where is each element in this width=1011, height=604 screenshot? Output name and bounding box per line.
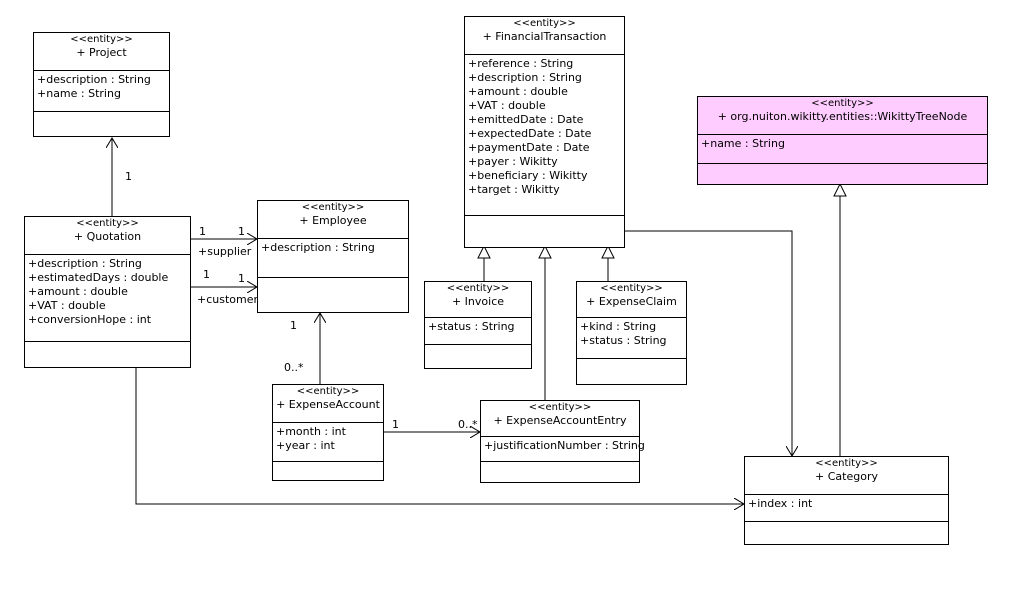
attribute: +kind : String (580, 320, 657, 333)
attribute: +status : String (428, 320, 515, 333)
stereotype: <<entity>> (446, 283, 510, 294)
class-name: + Employee (299, 214, 367, 227)
attribute: +beneficiary : Wikitty (468, 169, 588, 182)
attribute-compartment: +reference : String +description : Strin… (465, 55, 624, 216)
attribute-compartment: +status : String (425, 318, 531, 345)
attribute: +expectedDate : Date (468, 127, 592, 140)
attribute-compartment: +description : String +estimatedDays : d… (25, 255, 190, 342)
class-expense-account-entry[interactable]: <<entity>> + ExpenseAccountEntry +justif… (480, 400, 645, 483)
attribute: +payer : Wikitty (468, 155, 558, 168)
attribute: +VAT : double (468, 99, 546, 112)
class-name: + Project (76, 46, 127, 59)
class-employee[interactable]: <<entity>> + Employee +description : Str… (257, 200, 409, 313)
class-header: <<entity>> + Category (745, 457, 948, 495)
stereotype: <<entity>> (296, 386, 360, 397)
attribute: +estimatedDays : double (28, 271, 169, 284)
class-name: + ExpenseClaim (586, 295, 677, 308)
multiplicity-label: 1 (290, 319, 297, 332)
multiplicity-label: 1 (238, 225, 245, 238)
class-header: <<entity>> + ExpenseAccount (273, 385, 383, 423)
stereotype: <<entity>> (811, 98, 874, 109)
class-name: + ExpenseAccount (276, 398, 380, 411)
attribute: +description : String (37, 73, 151, 86)
multiplicity-label: 1 (392, 418, 399, 431)
class-invoice[interactable]: <<entity>> + Invoice +status : String (424, 281, 532, 369)
class-name: + Quotation (73, 230, 142, 243)
attribute-compartment: +month : int +year : int (273, 423, 383, 462)
class-financial-transaction[interactable]: <<entity>> + FinancialTransaction +refer… (464, 16, 625, 248)
class-header: <<entity>> + Quotation (25, 217, 190, 255)
attribute-compartment: +kind : String +status : String (577, 318, 686, 359)
class-header: <<entity>> + Employee (258, 201, 408, 239)
attribute: +description : String (468, 71, 582, 84)
multiplicity-label: 0..* (458, 418, 478, 431)
attribute-compartment: +description : String (258, 239, 408, 278)
class-header: <<entity>> + ExpenseAccountEntry (481, 401, 639, 437)
role-label: +supplier (198, 245, 252, 258)
attribute-compartment: +description : String +name : String (34, 71, 169, 112)
multiplicity-label: 0..* (284, 361, 304, 374)
role-label: +customer (197, 293, 259, 306)
attribute: +description : String (261, 241, 375, 254)
stereotype: <<entity>> (76, 218, 139, 229)
class-quotation[interactable]: <<entity>> + Quotation +description : St… (24, 216, 191, 368)
class-header: <<entity>> + ExpenseClaim (577, 282, 686, 318)
attribute-compartment: +justificationNumber : String (481, 437, 645, 462)
attribute: +reference : String (468, 57, 574, 70)
attribute-compartment: +index : int (745, 495, 948, 522)
class-expense-account[interactable]: <<entity>> + ExpenseAccount +month : int… (272, 384, 384, 481)
class-expense-claim[interactable]: <<entity>> + ExpenseClaim +kind : String… (576, 281, 687, 385)
multiplicity-label: 1 (125, 170, 132, 183)
attribute-compartment: +name : String (698, 135, 987, 164)
class-name: + ExpenseAccountEntry (493, 414, 627, 427)
stereotype: <<entity>> (528, 402, 592, 413)
attribute: +justificationNumber : String (484, 439, 645, 452)
attribute: +name : String (701, 137, 785, 150)
class-wikitty-tree-node[interactable]: <<entity>> + org.nuiton.wikitty.entities… (697, 96, 988, 185)
multiplicity-label: 1 (238, 272, 245, 285)
attribute: +year : int (276, 439, 335, 452)
class-name: + Invoice (451, 295, 505, 308)
attribute: +month : int (276, 425, 346, 438)
class-category[interactable]: <<entity>> + Category +index : int (744, 456, 949, 545)
class-header: <<entity>> + Invoice (425, 282, 531, 318)
stereotype: <<entity>> (301, 202, 365, 213)
attribute: +VAT : double (28, 299, 106, 312)
attribute: +target : Wikitty (468, 183, 560, 196)
class-header: <<entity>> + Project (34, 33, 169, 71)
class-header: <<entity>> + FinancialTransaction (465, 17, 624, 55)
assoc-financialtransaction-category (624, 230, 792, 456)
attribute: +amount : double (28, 285, 128, 298)
stereotype: <<entity>> (600, 283, 663, 294)
attribute: +emittedDate : Date (468, 113, 584, 126)
assoc-quotation-category (135, 368, 744, 504)
multiplicity-label: 1 (199, 225, 206, 238)
attribute: +conversionHope : int (28, 313, 152, 326)
class-name: + Category (815, 470, 878, 483)
class-header: <<entity>> + org.nuiton.wikitty.entities… (698, 97, 987, 135)
attribute: +paymentDate : Date (468, 141, 590, 154)
attribute: +amount : double (468, 85, 568, 98)
attribute: +description : String (28, 257, 142, 270)
attribute: +index : int (748, 497, 813, 510)
class-project[interactable]: <<entity>> + Project +description : Stri… (33, 32, 170, 137)
multiplicity-label: 1 (203, 268, 210, 281)
attribute: +status : String (580, 334, 667, 347)
stereotype: <<entity>> (70, 34, 133, 45)
stereotype: <<entity>> (513, 18, 576, 29)
stereotype: <<entity>> (815, 458, 878, 469)
class-name: + org.nuiton.wikitty.entities::WikittyTr… (717, 110, 968, 123)
attribute: +name : String (37, 87, 121, 100)
class-name: + FinancialTransaction (482, 30, 607, 43)
